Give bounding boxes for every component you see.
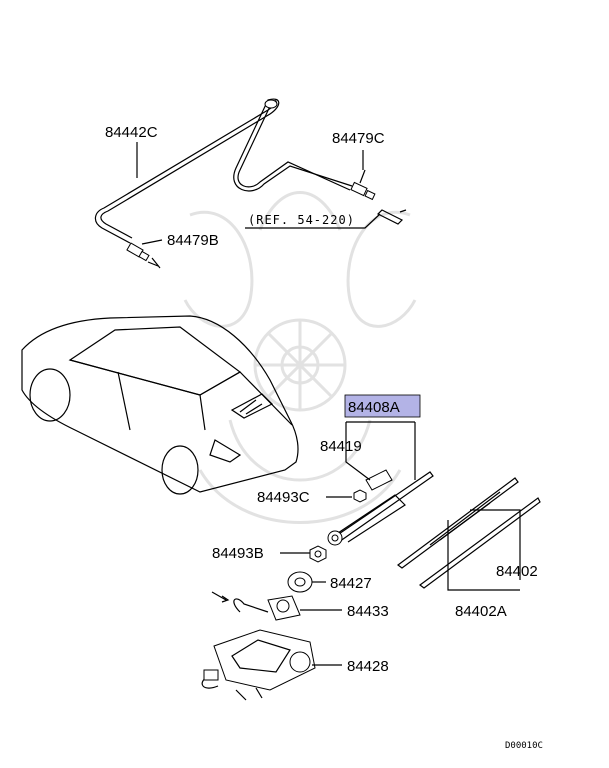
ref-label[interactable]: (REF. 54-220) [248,213,355,227]
label-84479b[interactable]: 84479B [167,232,219,249]
label-84419[interactable]: 84419 [320,438,362,455]
cap-84419 [365,469,393,491]
pivot-84433 [211,591,301,621]
label-84479c[interactable]: 84479C [332,130,385,147]
label-84427[interactable]: 84427 [330,575,372,592]
label-84408a-highlight [344,394,421,418]
ref-nozzle [245,209,407,229]
label-84402a[interactable]: 84402A [455,603,507,620]
connector-84479b [126,239,163,269]
nut-84493b [309,545,327,563]
label-84408a[interactable]: 84408A [348,399,400,416]
label-84402[interactable]: 84402 [496,563,538,580]
car-outline [21,315,299,495]
hose-84442c [94,98,353,244]
nut-84493c [353,489,367,503]
label-84433[interactable]: 84433 [347,603,389,620]
watermark-emblem [183,191,417,524]
label-84442c[interactable]: 84442C [105,124,158,141]
label-84428[interactable]: 84428 [347,658,389,675]
leader-lines [136,142,521,666]
connector-84479c [350,169,376,201]
label-84493c[interactable]: 84493C [257,489,310,506]
label-84493b[interactable]: 84493B [212,545,264,562]
motor-84428 [201,629,316,701]
wiper-arm-84408a [327,471,434,546]
document-code: D00010C [505,741,543,751]
grommet-84427 [287,571,313,593]
